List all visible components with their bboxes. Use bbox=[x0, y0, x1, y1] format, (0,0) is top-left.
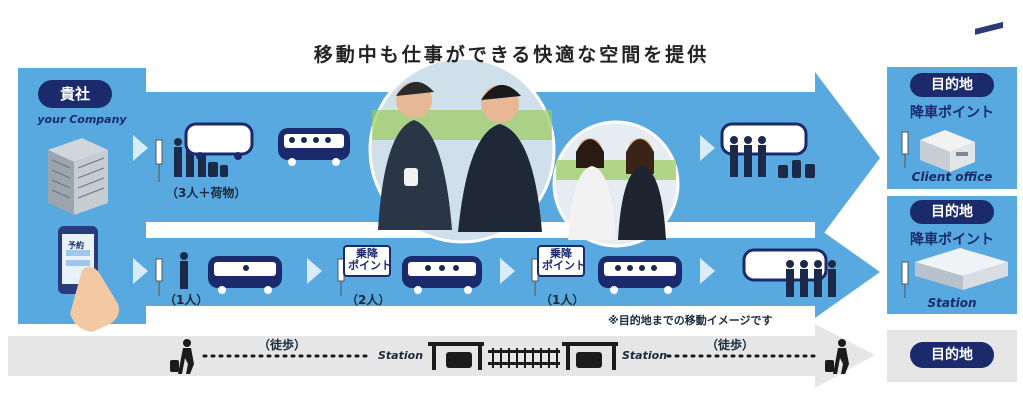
destination-2-name: Station bbox=[927, 296, 977, 310]
destination-1-badge: 目的地 bbox=[910, 73, 994, 97]
row2-stop-sign-2-label: 乗降 ポイント bbox=[542, 247, 586, 272]
illustration-note: ※目的地までの移動イメージです bbox=[608, 314, 773, 327]
destination-2-point: 降車ポイント bbox=[910, 232, 994, 248]
row1-van-a bbox=[184, 122, 254, 160]
row2-stop-sign-2 bbox=[537, 245, 585, 277]
destination-3-badge: 目的地 bbox=[910, 342, 994, 368]
destination-1-point: 降車ポイント bbox=[910, 105, 994, 121]
stop-label-line2: ポイント bbox=[542, 259, 586, 272]
row2-arrow bbox=[118, 226, 880, 318]
headline: 移動中も仕事ができる快適な空間を提供 bbox=[313, 44, 710, 66]
row1-count-label: （3人＋荷物） bbox=[166, 186, 247, 200]
row2-count-1: （1人） bbox=[164, 293, 209, 307]
origin-badge: 貴社 bbox=[38, 80, 112, 108]
businessmen-photo bbox=[368, 56, 556, 244]
row2-person-1 bbox=[180, 252, 188, 289]
building-icon bbox=[48, 138, 108, 215]
destination-1-name: Client office bbox=[911, 170, 993, 184]
row2-van-b bbox=[402, 256, 482, 294]
stop-poles bbox=[155, 131, 909, 298]
smartphone-icon bbox=[58, 226, 119, 332]
stop-label-line1: 乗降 bbox=[356, 247, 378, 260]
chevrons bbox=[133, 135, 715, 284]
businesswomen-photo bbox=[552, 120, 680, 248]
phone-booking-label: 予約 bbox=[68, 241, 84, 250]
client-office-illustration bbox=[920, 130, 975, 172]
walk-label-right: （徒歩） bbox=[706, 338, 755, 352]
destination-2-badge: 目的地 bbox=[910, 200, 994, 224]
walker-traveler-right bbox=[825, 339, 849, 374]
row2-van-a bbox=[208, 256, 282, 294]
stop-label-line1: 乗降 bbox=[550, 247, 572, 260]
row1-van-b bbox=[278, 128, 350, 166]
row1-arrival bbox=[720, 122, 815, 178]
station-label-left: Station bbox=[378, 349, 424, 362]
row2-stop-sign-1-label: 乗降 ポイント bbox=[348, 247, 392, 272]
stop-label-line2: ポイント bbox=[348, 259, 392, 272]
row2-count-3: （1人） bbox=[540, 293, 585, 307]
train-station-illustration bbox=[428, 342, 618, 370]
row2-count-2: （2人） bbox=[346, 293, 391, 307]
origin-subtitle: your Company bbox=[37, 113, 127, 126]
station-label-right: Station bbox=[622, 349, 668, 362]
row2-van-c bbox=[598, 256, 682, 294]
walk-label-left: （徒歩） bbox=[258, 338, 307, 352]
row2-stop-sign-1 bbox=[343, 245, 391, 277]
row2-arrival bbox=[742, 248, 836, 297]
station-illustration bbox=[915, 21, 1008, 290]
walker-traveler-left bbox=[170, 339, 194, 374]
walk-arrow bbox=[8, 324, 875, 388]
